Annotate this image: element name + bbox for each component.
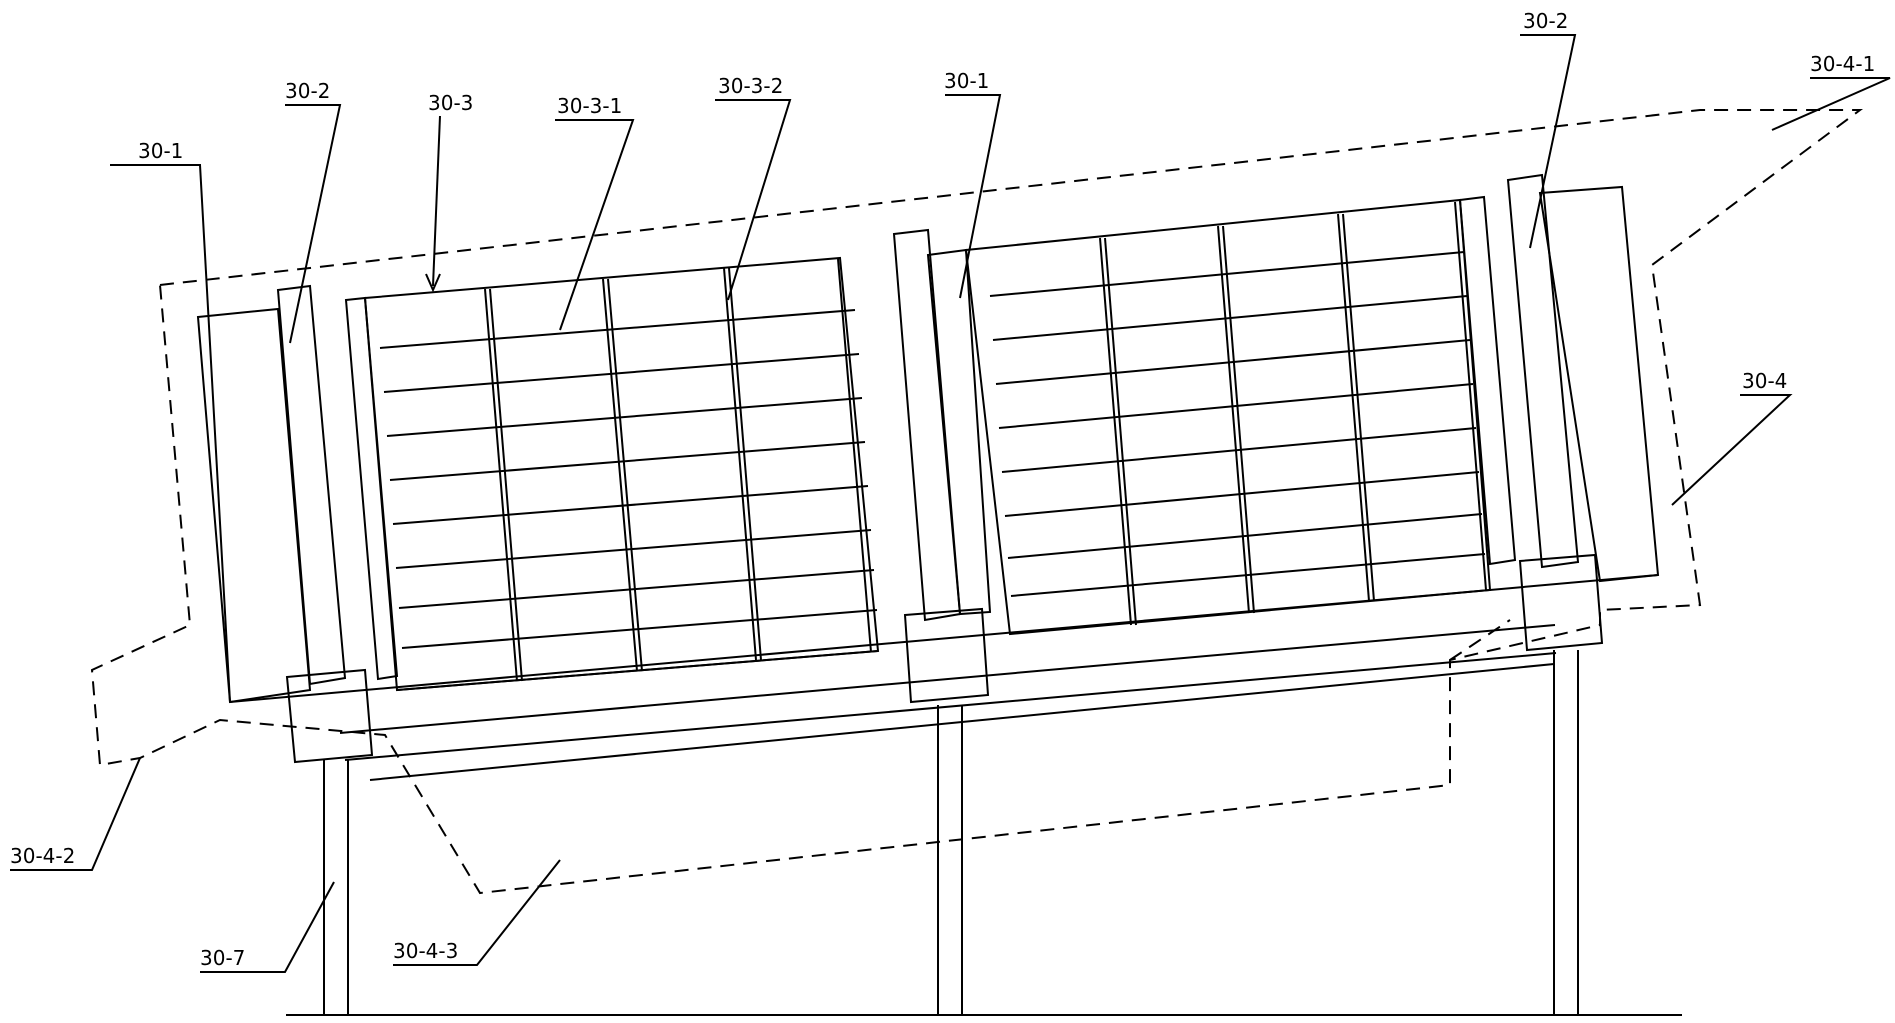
support-posts bbox=[323, 650, 1579, 1015]
label-30-4-2: 30-4-2 bbox=[10, 844, 75, 868]
label-30-3: 30-3 bbox=[428, 91, 473, 115]
label-30-2-left: 30-2 bbox=[285, 79, 330, 103]
part-labels: 30-1 30-2 30-3 30-3-1 30-3-2 30-1 30-2 3… bbox=[10, 9, 1875, 970]
bearing-blocks bbox=[285, 553, 1604, 764]
base-frame bbox=[229, 574, 1659, 781]
label-30-4: 30-4 bbox=[1742, 369, 1787, 393]
label-30-7: 30-7 bbox=[200, 946, 245, 970]
label-30-3-2: 30-3-2 bbox=[718, 74, 783, 98]
label-30-4-1: 30-4-1 bbox=[1810, 52, 1875, 76]
label-30-2-right: 30-2 bbox=[1523, 9, 1568, 33]
screen-panel-right bbox=[964, 198, 1492, 636]
label-30-1-middle: 30-1 bbox=[944, 69, 989, 93]
end-wall-left bbox=[196, 307, 312, 704]
dashed-housing bbox=[90, 109, 1864, 895]
label-30-4-3: 30-4-3 bbox=[393, 939, 458, 963]
label-30-3-1: 30-3-1 bbox=[557, 94, 622, 118]
label-30-1-left: 30-1 bbox=[138, 139, 183, 163]
end-wall-right bbox=[1538, 185, 1660, 583]
leader-lines bbox=[10, 34, 1891, 973]
screen-panel-left bbox=[363, 256, 880, 692]
plates bbox=[276, 173, 1580, 686]
